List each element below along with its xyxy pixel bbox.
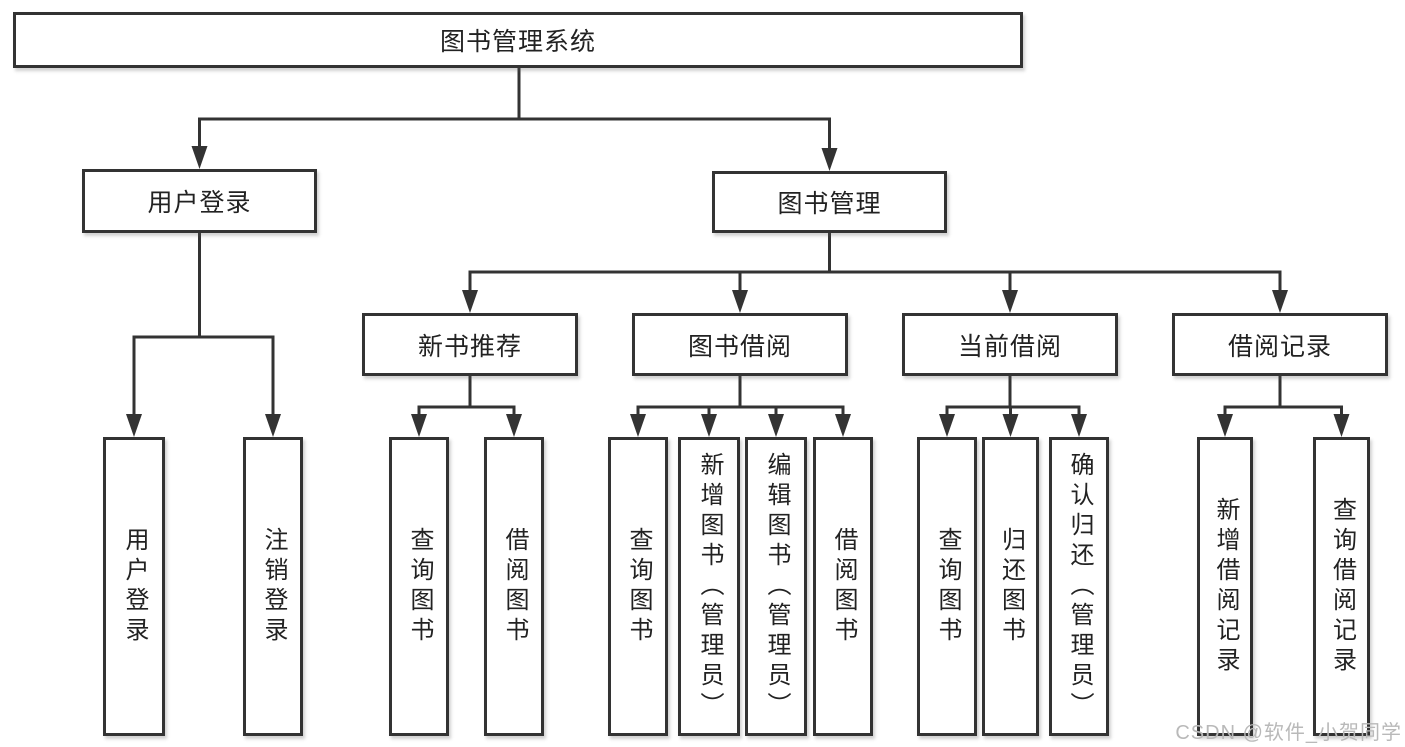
node-library-management-system: 图书管理系统 (13, 12, 1023, 68)
arrowhead (1217, 414, 1233, 437)
node-book-borrow: 图书借阅 (632, 313, 848, 376)
leaf-add-book-admin: 新增图书（管理员） (678, 437, 740, 736)
node-label: 借阅图书 (830, 526, 857, 647)
node-label: 查询图书 (625, 526, 652, 647)
arrowhead (411, 414, 427, 437)
arrowhead (191, 146, 208, 169)
node-label: 编辑图书（管理员） (763, 451, 790, 722)
node-label: 新增图书（管理员） (696, 451, 723, 722)
arrowhead (1272, 290, 1288, 313)
leaf-query-borrow-record: 查询借阅记录 (1313, 437, 1370, 736)
watermark: CSDN @软件_小贺同学 (1175, 722, 1402, 744)
arrowhead (265, 414, 281, 437)
leaf-user-login: 用户登录 (103, 437, 165, 736)
arrowhead (1002, 414, 1019, 437)
arrowhead (821, 148, 838, 171)
node-label: 用户登录 (147, 189, 252, 217)
arrowhead (126, 414, 142, 437)
arrowhead (768, 414, 784, 437)
node-label: 归还图书 (997, 526, 1025, 647)
arrowheads (126, 146, 1350, 437)
arrowhead (1002, 290, 1018, 313)
node-current-borrow: 当前借阅 (902, 313, 1118, 376)
node-label: 查询图书 (934, 526, 961, 647)
arrowhead (1071, 414, 1087, 437)
node-book-management: 图书管理 (712, 171, 947, 233)
node-label: 注销登录 (260, 526, 287, 647)
leaf-query-books-recommend: 查询图书 (389, 437, 449, 736)
node-label: 用户登录 (121, 526, 148, 647)
leaf-logout: 注销登录 (243, 437, 303, 736)
arrowhead (835, 414, 851, 437)
leaf-query-books-current: 查询图书 (917, 437, 977, 736)
node-user-login-branch: 用户登录 (82, 169, 317, 233)
node-label: 图书管理系统 (439, 28, 596, 56)
leaf-query-books-borrow: 查询图书 (608, 437, 668, 736)
leaf-borrow-books-recommend: 借阅图书 (484, 437, 544, 736)
node-label: 查询图书 (406, 526, 433, 647)
node-new-book-recommend: 新书推荐 (362, 313, 578, 376)
arrowhead (939, 414, 955, 437)
node-borrow-records: 借阅记录 (1172, 313, 1388, 376)
node-label: 新书推荐 (417, 332, 522, 361)
node-label: 图书借阅 (687, 332, 792, 361)
leaf-borrow-books: 借阅图书 (813, 437, 873, 736)
node-label: 借阅记录 (1227, 332, 1332, 361)
node-label: 确认归还（管理员） (1066, 451, 1093, 722)
node-label: 查询借阅记录 (1328, 496, 1356, 677)
leaf-confirm-return-admin: 确认归还（管理员） (1049, 437, 1109, 736)
connector-path (132, 68, 1343, 416)
arrowhead (462, 290, 478, 313)
node-label: 当前借阅 (957, 332, 1062, 361)
arrowhead (630, 414, 646, 437)
node-label: 借阅图书 (501, 526, 528, 647)
arrowhead (732, 290, 748, 313)
leaf-add-borrow-record: 新增借阅记录 (1197, 437, 1253, 736)
arrowhead (701, 414, 717, 437)
arrowhead (1333, 414, 1350, 437)
leaf-edit-book-admin: 编辑图书（管理员） (745, 437, 807, 736)
arrowhead (506, 414, 522, 437)
leaf-return-book: 归还图书 (982, 437, 1039, 736)
node-label: 新增借阅记录 (1212, 496, 1239, 677)
node-label: 图书管理 (777, 190, 882, 218)
